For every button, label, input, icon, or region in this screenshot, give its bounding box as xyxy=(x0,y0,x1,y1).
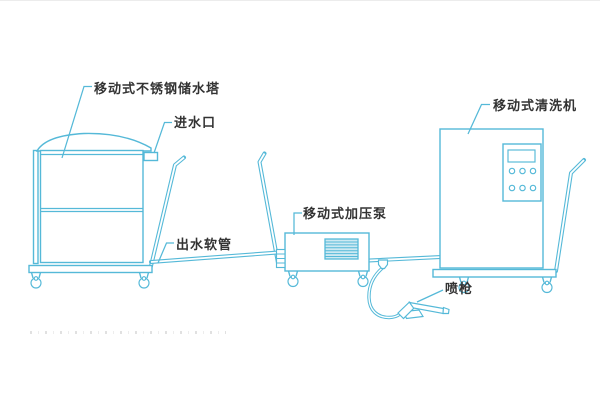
pump-hose-fitting xyxy=(275,248,286,269)
caster-wheel xyxy=(287,270,299,288)
label-spray-gun: 喷枪 xyxy=(445,282,474,297)
caster-wheel xyxy=(357,270,369,288)
pressure-pump-cart xyxy=(275,232,370,288)
tower-side-panel xyxy=(32,149,39,265)
label-water-tower: 移动式不锈钢储水塔 xyxy=(94,82,221,97)
label-pressure-pump: 移动式加压泵 xyxy=(303,207,388,222)
caster-wheel xyxy=(30,271,42,289)
tower-cart-handle xyxy=(149,155,186,268)
leader-pump xyxy=(293,212,302,235)
caster-wheel xyxy=(138,271,150,289)
leader-gun xyxy=(416,289,444,303)
cleaning-machine-cart xyxy=(432,128,557,294)
pump-cart-handle xyxy=(257,151,280,265)
leader-inlet xyxy=(153,121,172,154)
label-leader-lines xyxy=(61,85,490,303)
machine-cart-handle xyxy=(554,158,586,273)
spray-gun-hose xyxy=(367,265,402,320)
tower-cart-platform xyxy=(28,264,153,274)
hose-tee-fitting xyxy=(377,259,389,270)
tower-tank-body xyxy=(39,149,144,264)
water-tower-cart xyxy=(28,132,159,289)
spray-gun xyxy=(397,301,450,320)
label-cleaning-machine: 移动式清洗机 xyxy=(493,99,578,114)
caster-wheel xyxy=(541,276,553,294)
panel-display xyxy=(507,149,536,163)
label-outlet-hose: 出水软管 xyxy=(176,238,233,253)
panel-buttons xyxy=(508,167,537,192)
leader-outlet-hose xyxy=(157,242,174,264)
label-water-inlet: 进水口 xyxy=(174,116,217,131)
leader-machine xyxy=(467,103,490,135)
grille-slats xyxy=(325,241,358,257)
outlet-hose-pipe xyxy=(149,250,280,264)
leader-tower xyxy=(61,85,92,159)
water-inlet-port xyxy=(143,151,159,162)
tower-dome-top xyxy=(35,132,152,152)
faded-watermark-remnant xyxy=(30,331,226,334)
machine-cart-platform xyxy=(432,268,557,278)
